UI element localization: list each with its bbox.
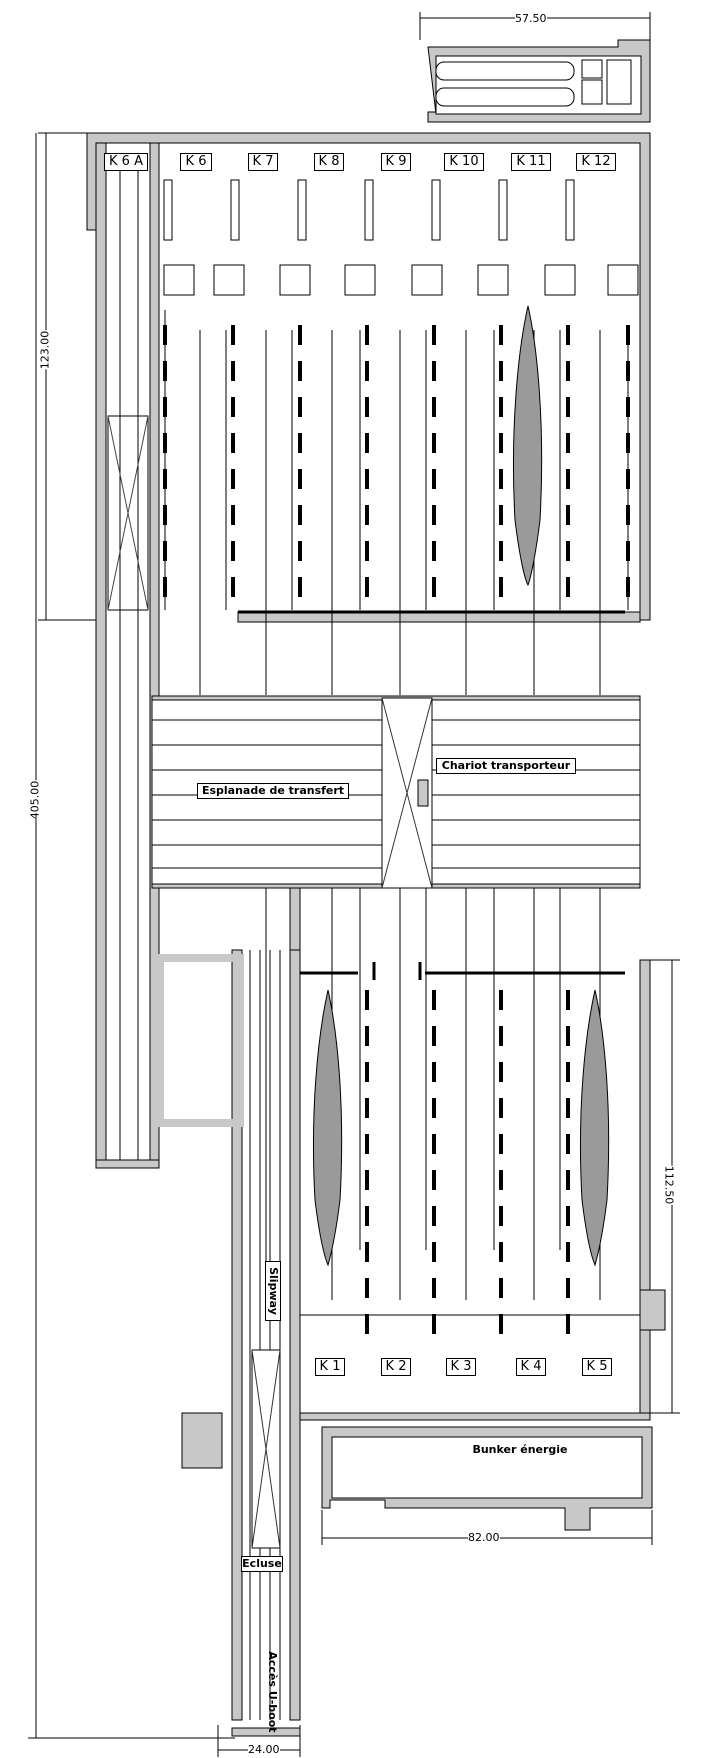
slipway-wall-left	[231, 949, 243, 1721]
pillars-north	[163, 264, 639, 296]
k6a-rail	[107, 160, 149, 1160]
bunker-wall	[321, 1426, 653, 1531]
northwest-shed-wall	[156, 954, 244, 1127]
k6a-channel-wall	[95, 142, 107, 1169]
slipway-rails	[249, 950, 281, 1720]
transfer-trolley	[381, 697, 433, 889]
submarines	[312, 305, 610, 1267]
lock-floor	[231, 1727, 301, 1737]
submarine-north	[512, 305, 543, 587]
dashed-columns-north	[163, 325, 630, 605]
slipway-wall-right	[289, 949, 301, 1721]
west-wall	[95, 1159, 160, 1169]
submarine-south-west	[312, 989, 343, 1267]
annex-rooms	[435, 59, 632, 107]
gate-line-south	[300, 962, 625, 980]
south-east-buttress	[639, 1289, 666, 1331]
north-section-wall	[86, 132, 651, 621]
annex-wall	[427, 39, 651, 123]
bay-dividers-north	[163, 179, 575, 241]
submarine-south-east	[579, 989, 610, 1267]
west-pumphouse	[181, 1412, 223, 1469]
dimension-lines	[28, 12, 680, 1757]
dashed-columns-south	[365, 990, 570, 1335]
